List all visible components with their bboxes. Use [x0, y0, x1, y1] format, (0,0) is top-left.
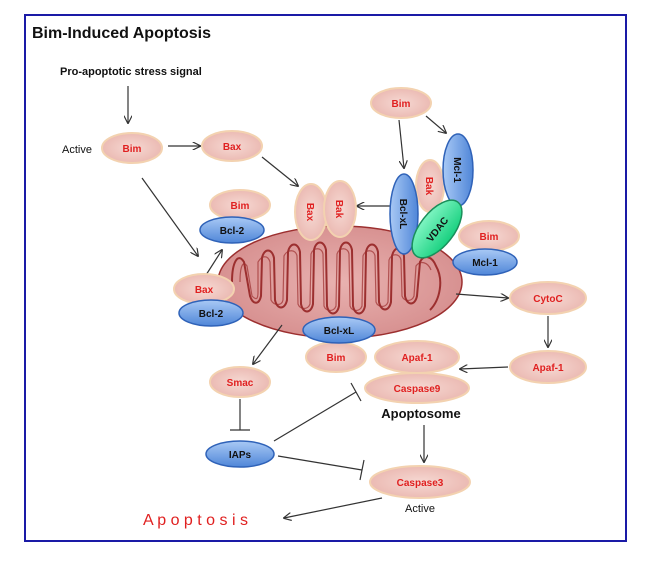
vdac-node: VDAC [411, 199, 463, 259]
svg-text:Bcl-xL: Bcl-xL [397, 199, 408, 230]
svg-text:Bak: Bak [423, 177, 434, 196]
caspase9-node: Caspase9 [364, 372, 470, 404]
smac-node: Smac [209, 366, 271, 398]
svg-text:Apaf-1: Apaf-1 [532, 363, 564, 374]
svg-text:Bim: Bim [392, 99, 411, 110]
diagram-title: Bim-Induced Apoptosis [32, 25, 211, 42]
svg-text:Bim: Bim [123, 144, 142, 155]
svg-text:Bax: Bax [304, 203, 315, 222]
bim-top-right-node: Bim [370, 87, 432, 119]
svg-text:Bcl-2: Bcl-2 [199, 309, 224, 320]
apoptosis-label: A p o p t o s i s [143, 512, 248, 529]
bclxl-bottom-node: Bcl-xL [302, 316, 376, 344]
active-label-bottom: Active [405, 503, 435, 515]
svg-text:Smac: Smac [227, 378, 254, 389]
svg-text:CytoC: CytoC [533, 294, 562, 305]
apaf1-center-node: Apaf-1 [374, 340, 460, 374]
mcl1-vertical-node: Mcl-1 [442, 133, 474, 207]
cytoc-node: CytoC [509, 281, 587, 315]
svg-text:Apaf-1: Apaf-1 [401, 353, 433, 364]
bim-active-node: Bim [101, 132, 163, 164]
mcl1-right-node: Mcl-1 [452, 248, 518, 276]
svg-text:Caspase3: Caspase3 [397, 478, 444, 489]
svg-text:Mcl-1: Mcl-1 [472, 258, 498, 269]
bax-top-node: Bax [201, 130, 263, 162]
svg-text:Bax: Bax [195, 285, 214, 296]
caspase3-node: Caspase3 [369, 465, 471, 499]
iaps-node: IAPs [205, 440, 275, 468]
apoptosome-label: Apoptosome [381, 406, 460, 421]
svg-text:Bim: Bim [327, 353, 346, 364]
bim-bottom-node: Bim [305, 341, 367, 373]
stress-signal-label: Pro-apoptotic stress signal [60, 66, 202, 78]
bcl2-left-node: Bcl-2 [178, 299, 244, 327]
bcl2-top-node: Bcl-2 [199, 216, 265, 244]
bax-membrane-node: Bax [294, 183, 328, 241]
svg-text:Bcl-2: Bcl-2 [220, 226, 245, 237]
bax-left-node: Bax [173, 273, 235, 305]
svg-text:Bcl-xL: Bcl-xL [324, 326, 355, 337]
svg-text:Bim: Bim [231, 201, 250, 212]
svg-text:Bim: Bim [480, 232, 499, 243]
svg-text:Caspase9: Caspase9 [394, 384, 441, 395]
bclxl-vertical-node: Bcl-xL [389, 173, 419, 255]
svg-text:Mcl-1: Mcl-1 [451, 157, 462, 183]
bim-mcl1-node: Bim [458, 220, 520, 252]
bak-membrane-node: Bak [323, 180, 357, 238]
svg-text:Bak: Bak [333, 200, 344, 219]
bim-bcl2-node: Bim [209, 189, 271, 221]
apaf1-right-node: Apaf-1 [509, 350, 587, 384]
active-label-top: Active [62, 144, 92, 156]
svg-text:IAPs: IAPs [229, 450, 252, 461]
svg-text:Bax: Bax [223, 142, 242, 153]
